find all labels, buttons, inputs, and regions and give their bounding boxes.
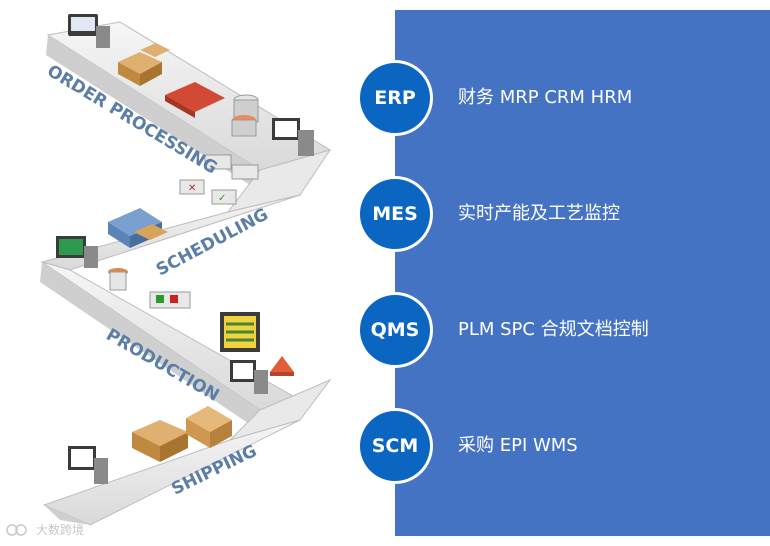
monitor-chart-icon — [56, 236, 98, 268]
watermark: 大数跨境 — [6, 520, 84, 540]
watermark-text: 大数跨境 — [36, 523, 85, 537]
cardboard-boxes-icon — [118, 43, 170, 86]
barrel-icon — [231, 94, 259, 137]
system-row-mes: MES 实时产能及工艺监控 — [360, 179, 760, 249]
systems-panel — [395, 10, 770, 536]
warning-cone-icon — [270, 356, 294, 376]
conveyor-belt — [40, 21, 332, 530]
system-row-scm: SCM 采购 EPI WMS — [360, 411, 760, 481]
red-parts-tray-icon — [165, 82, 225, 118]
conveyor-controls-icon — [149, 291, 191, 309]
monitor-icon — [68, 14, 110, 48]
supply-chain-illustration: ✕ ✓ — [40, 14, 332, 530]
system-row-qms: QMS PLM SPC 合规文档控制 — [360, 295, 760, 365]
workstation-monitor-icon — [272, 118, 314, 156]
svg-text:✓: ✓ — [218, 193, 226, 204]
system-badge: ERP — [360, 63, 430, 133]
svg-text:✕: ✕ — [188, 183, 196, 194]
pallet-boxes-icon — [132, 420, 188, 462]
delivery-truck-icon — [108, 208, 168, 248]
system-description: 采购 EPI WMS — [458, 435, 578, 456]
shipping-monitor-icon — [68, 446, 108, 484]
system-description: 实时产能及工艺监控 — [458, 203, 620, 224]
system-badge: QMS — [360, 295, 430, 365]
open-box-icon — [186, 406, 232, 448]
system-description: PLM SPC 合规文档控制 — [458, 319, 649, 340]
system-row-erp: ERP 财务 MRP CRM HRM — [360, 63, 760, 133]
control-panels-icon: ✕ ✓ — [179, 154, 259, 205]
watermark-logo-icon — [6, 524, 27, 536]
terminal-icon — [230, 360, 268, 394]
system-badge: SCM — [360, 411, 430, 481]
production-screen-icon — [220, 312, 260, 352]
system-badge: MES — [360, 179, 430, 249]
system-description: 财务 MRP CRM HRM — [458, 87, 633, 108]
hand-tool-icon — [108, 268, 128, 291]
